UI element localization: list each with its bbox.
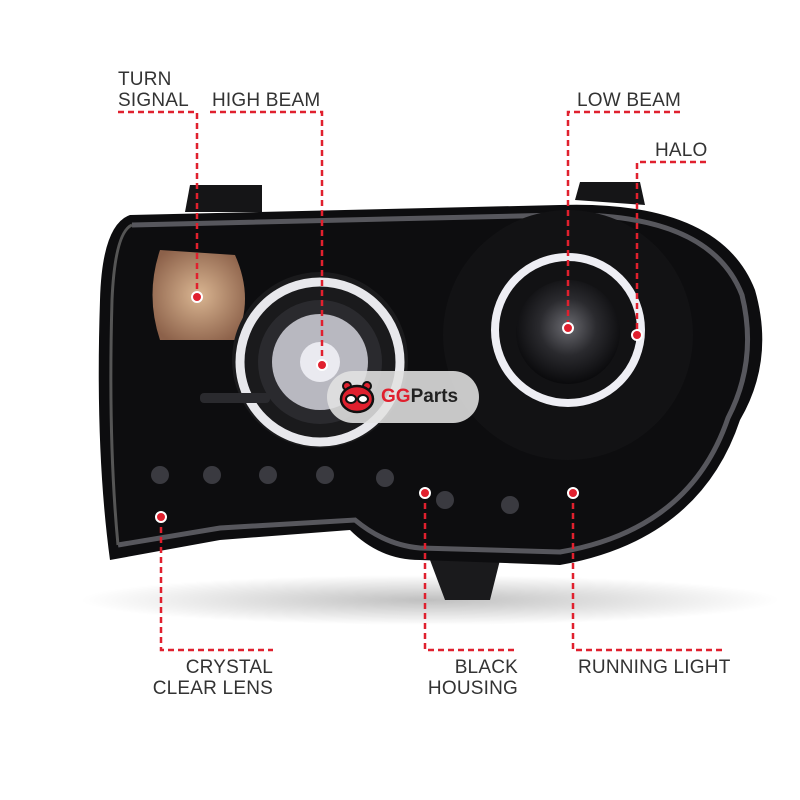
label-halo: HALO — [655, 140, 708, 161]
halo-ring — [491, 253, 645, 407]
mount-tab-bottom — [430, 560, 500, 600]
watermark-text: GGParts — [381, 386, 458, 408]
callout-lines — [118, 110, 722, 652]
label-line: SIGNAL — [118, 90, 189, 111]
callout-turn-signal — [118, 110, 199, 297]
label-running-light: RUNNING LIGHT — [578, 657, 731, 678]
label-high-beam: HIGH BEAM — [212, 90, 321, 111]
callout-low-beam — [566, 110, 680, 328]
callout-running-light — [571, 493, 722, 652]
mount-tab-left — [185, 185, 262, 212]
brand-parts: Parts — [410, 386, 459, 407]
label-line: CLEAR LENS — [152, 678, 273, 699]
callout-crystal-clear-lens — [159, 517, 273, 652]
lens-edge — [117, 212, 751, 555]
label-black-housing: BLACK HOUSING — [428, 657, 518, 699]
ggparts-watermark: GGParts — [327, 371, 479, 423]
label-crystal-clear-lens: CRYSTAL CLEAR LENS — [153, 657, 273, 699]
label-line: CRYSTAL — [185, 657, 273, 678]
label-low-beam: LOW BEAM — [577, 90, 682, 111]
label-line: TURN — [118, 69, 172, 90]
brand-gg: GG — [381, 386, 411, 407]
label-turn-signal: TURN SIGNAL — [118, 69, 189, 111]
callout-dots — [155, 291, 643, 523]
label-line: HOUSING — [427, 678, 518, 699]
callout-high-beam — [210, 110, 324, 365]
label-line: BLACK — [454, 657, 518, 678]
callout-black-housing — [423, 493, 518, 652]
high-beam-halo — [235, 277, 405, 447]
callout-halo — [635, 160, 706, 335]
running-light-leds — [151, 466, 519, 514]
ggparts-mascot-icon — [339, 381, 375, 414]
mount-tab-right — [575, 182, 645, 205]
